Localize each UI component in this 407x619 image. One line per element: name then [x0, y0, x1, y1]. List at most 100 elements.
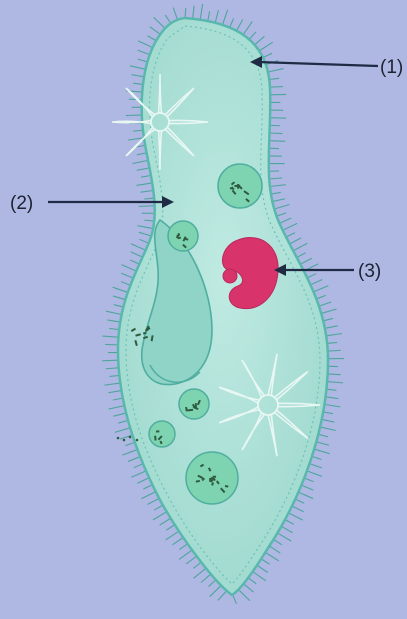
cilium	[131, 75, 144, 77]
food-vacuole	[179, 389, 209, 419]
cilium	[109, 391, 122, 393]
cilium	[300, 258, 312, 264]
cilium	[323, 412, 333, 414]
cilium	[122, 265, 137, 271]
cilium	[154, 505, 163, 510]
cilium	[312, 456, 322, 459]
cilium	[172, 538, 183, 545]
cilium	[293, 243, 307, 251]
cilium	[137, 168, 150, 170]
cilium	[125, 442, 134, 445]
cilium	[283, 223, 297, 230]
cilium	[133, 130, 143, 131]
cilium	[166, 525, 174, 530]
food-particle	[123, 439, 126, 442]
cilium	[143, 485, 152, 489]
food-particle	[136, 439, 139, 442]
cilium	[121, 282, 130, 286]
cilium	[139, 206, 155, 207]
cilium	[314, 449, 329, 454]
cilium	[208, 580, 215, 587]
cilium	[130, 260, 139, 264]
cilium	[144, 198, 154, 199]
cilium	[238, 590, 249, 601]
cilium	[270, 133, 283, 134]
cilium	[193, 562, 201, 568]
cilium	[121, 273, 133, 278]
cilium	[104, 383, 120, 385]
cilium	[113, 287, 128, 292]
cilium	[319, 302, 331, 306]
cilium	[154, 17, 165, 28]
cilium	[230, 18, 234, 27]
cilium	[136, 183, 152, 185]
cilium	[128, 457, 140, 462]
cilium	[107, 320, 120, 322]
cilium	[223, 10, 228, 25]
cilium	[138, 59, 148, 62]
cilium	[273, 539, 281, 544]
cilium	[218, 591, 227, 601]
cilium	[292, 506, 304, 512]
cilium	[115, 428, 130, 433]
cilium	[131, 252, 143, 257]
cilium	[322, 419, 335, 422]
cilium	[271, 192, 281, 194]
cilium	[249, 32, 256, 39]
cilium	[265, 552, 279, 560]
cilium	[138, 50, 150, 54]
label-1: (1)	[380, 57, 403, 78]
cilium	[243, 22, 252, 35]
cilium	[237, 19, 243, 30]
cilium	[257, 565, 268, 572]
food-particle	[213, 476, 216, 478]
cilium	[141, 175, 151, 177]
cilium	[137, 153, 147, 155]
cilium	[279, 218, 291, 223]
cilium	[248, 578, 256, 584]
cilium	[186, 556, 196, 564]
cilium	[194, 568, 206, 578]
cilium	[210, 585, 221, 596]
cilium	[290, 238, 302, 244]
cilium	[307, 471, 322, 477]
cilium	[263, 53, 272, 57]
cilium	[122, 450, 137, 456]
cilium	[268, 69, 284, 72]
cilium	[324, 404, 340, 407]
cilium	[132, 160, 148, 163]
cilium	[160, 518, 171, 525]
cilium	[274, 205, 289, 209]
cilium	[126, 115, 142, 116]
cilium	[269, 546, 280, 553]
cilium	[208, 11, 210, 21]
cilium	[201, 574, 211, 582]
cilium	[138, 41, 153, 48]
cilium	[326, 333, 342, 335]
cilium	[285, 520, 294, 525]
cilium	[109, 375, 119, 376]
cilium	[173, 8, 177, 20]
label-3: (3)	[358, 261, 381, 282]
cilium	[307, 274, 316, 278]
cilium	[102, 360, 118, 361]
cilium	[325, 326, 338, 328]
cilium	[269, 178, 282, 179]
cilium	[253, 572, 266, 581]
cilium	[261, 559, 269, 564]
cilium	[166, 531, 179, 540]
cilium	[144, 220, 154, 221]
cilium	[272, 199, 285, 202]
food-particle	[156, 430, 159, 432]
cilium	[165, 15, 171, 23]
cilium	[328, 350, 341, 351]
cilium	[310, 464, 322, 468]
cilium	[297, 253, 306, 258]
cilium	[193, 6, 194, 19]
cilium	[185, 8, 186, 18]
cilium	[148, 498, 160, 504]
cilium	[233, 595, 237, 604]
food-vacuole	[168, 221, 198, 251]
cilium	[326, 389, 336, 390]
